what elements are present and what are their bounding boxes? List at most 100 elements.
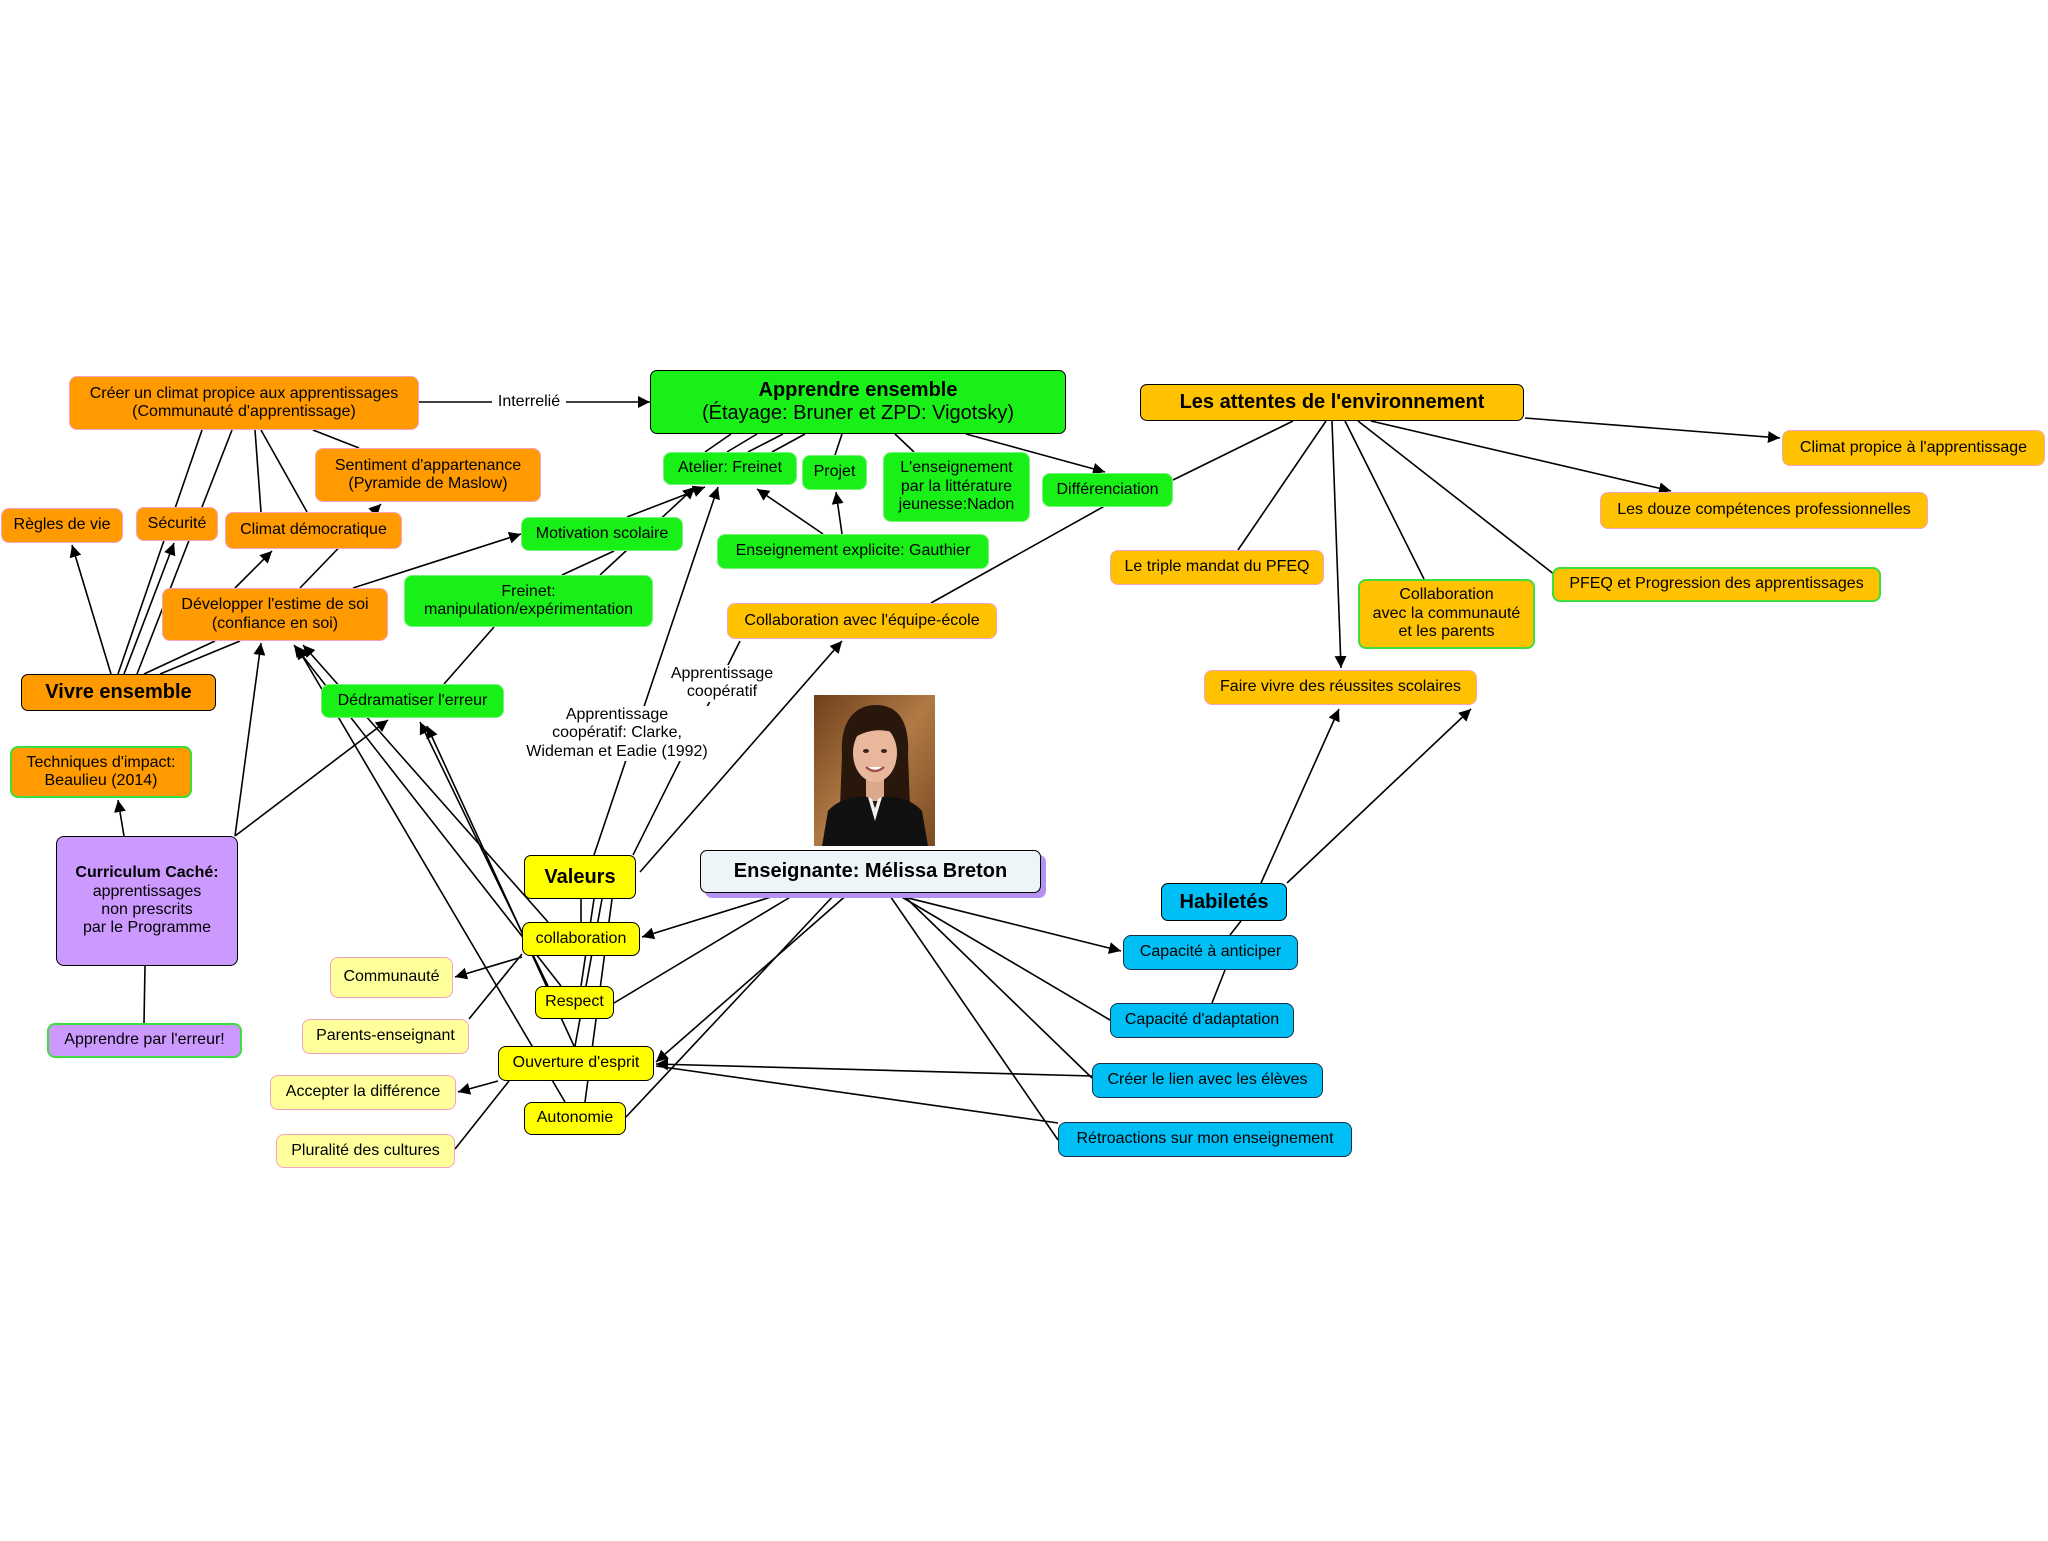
connector-arrow	[123, 542, 176, 675]
connector-arrow	[1524, 417, 1781, 444]
connector-line	[254, 429, 262, 513]
node-securite: Sécurité	[136, 507, 218, 541]
connector-line	[613, 892, 798, 1004]
connector-line	[1357, 420, 1556, 576]
node-motivation-scolaire: Motivation scolaire	[521, 517, 683, 551]
connector-line	[900, 892, 1093, 1079]
connector-line	[655, 1065, 1059, 1124]
connector-line	[930, 502, 1111, 604]
node-respect: Respect	[535, 986, 614, 1019]
node-litterature-nadon: L'enseignement par la littérature jeunes…	[883, 452, 1030, 522]
connector-line	[894, 433, 915, 453]
node-estime-de-soi: Développer l'estime de soi (confiance en…	[162, 588, 388, 641]
connector-line	[771, 433, 806, 453]
node-projet: Projet	[802, 455, 867, 490]
connector-arrow	[234, 550, 273, 589]
connector-line	[747, 433, 784, 453]
curriculum-cache-body: apprentissages non prescrits par le Prog…	[82, 882, 212, 937]
connector-arrow	[593, 486, 720, 856]
apprendre-ensemble-subtitle: (Étayage: Bruner et ZPD: Vigotsky)	[702, 402, 1014, 424]
connector-arrow	[234, 719, 389, 837]
node-atelier-freinet: Atelier: Freinet	[663, 452, 797, 485]
connector-arrow	[234, 642, 266, 837]
node-accepter-difference: Accepter la différence	[270, 1075, 456, 1110]
connector-arrow	[639, 640, 843, 873]
connector-line	[704, 433, 732, 453]
connector-line	[117, 429, 203, 675]
node-regles-de-vie: Règles de vie	[1, 508, 123, 543]
connector-line	[312, 429, 360, 449]
connector-arrow	[1331, 420, 1347, 669]
node-apprendre-par-erreur: Apprendre par l'erreur!	[47, 1023, 242, 1058]
connector-line	[159, 640, 241, 675]
node-valeurs: Valeurs	[524, 855, 636, 899]
connector-line	[1237, 420, 1327, 551]
connector-line	[468, 953, 523, 1020]
node-retroactions: Rétroactions sur mon enseignement	[1058, 1122, 1352, 1157]
connector-arrow	[965, 433, 1106, 475]
connector-line	[1172, 420, 1294, 481]
connector-line	[454, 1080, 510, 1150]
node-creer-climat: Créer un climat propice aux apprentissag…	[69, 376, 419, 430]
node-collaboration: collaboration	[522, 922, 640, 956]
node-collaboration-equipe-ecole: Collaboration avec l'équipe-école	[727, 603, 997, 639]
connector-line	[443, 626, 495, 685]
connector-arrow	[756, 488, 824, 535]
connector-line	[561, 550, 615, 576]
node-communaute: Communauté	[330, 957, 453, 998]
connector-line	[834, 433, 843, 456]
connector-arrow	[655, 892, 850, 1063]
node-vivre-ensemble: Vivre ensemble	[21, 674, 216, 711]
node-curriculum-cache: Curriculum Caché: apprentissages non pre…	[56, 836, 238, 966]
node-climat-propice: Climat propice à l'apprentissage	[1782, 430, 2045, 466]
node-climat-democratique: Climat démocratique	[225, 512, 402, 549]
connector-arrow	[352, 531, 522, 589]
connector-arrow	[641, 892, 785, 940]
connector-arrow	[69, 544, 112, 675]
link-label-interrelie: Interrelié	[492, 393, 566, 412]
connector-line	[143, 965, 146, 1024]
node-freinet-manipulation: Freinet: manipulation/expérimentation	[404, 575, 653, 627]
curriculum-cache-title: Curriculum Caché:	[75, 864, 219, 882]
portrait-photo	[814, 695, 935, 846]
connector-arrow	[296, 646, 566, 1103]
connector-line	[1211, 969, 1226, 1004]
connector-line	[625, 892, 837, 1118]
node-reussites-scolaires: Faire vivre des réussites scolaires	[1204, 670, 1477, 705]
connector-line	[894, 892, 1111, 1021]
connector-line	[260, 429, 308, 513]
connector-line	[136, 429, 233, 675]
connector-arrow	[1260, 708, 1340, 884]
connector-arrow	[626, 485, 706, 518]
node-habiletes: Habiletés	[1161, 883, 1287, 921]
connector-arrow	[454, 956, 523, 980]
node-techniques-impact: Techniques d'impact: Beaulieu (2014)	[10, 746, 192, 798]
node-triple-mandat: Le triple mandat du PFEQ	[1110, 550, 1324, 585]
connector-arrow	[1286, 708, 1472, 884]
connector-arrow	[887, 892, 1122, 954]
node-differenciation: Différenciation	[1042, 473, 1173, 507]
connector-line	[143, 640, 216, 675]
connector-line	[726, 433, 758, 453]
node-parents-enseignant: Parents-enseignant	[302, 1019, 469, 1054]
connector-arrow	[655, 1058, 1093, 1077]
node-attentes-environnement: Les attentes de l'environnement	[1140, 384, 1524, 421]
connector-arrow	[831, 491, 844, 535]
node-capacite-anticiper: Capacité à anticiper	[1123, 935, 1298, 970]
link-label-cooperatif: Apprentissage coopératif	[662, 665, 782, 702]
node-ouverture-esprit: Ouverture d'esprit	[498, 1046, 654, 1081]
node-autonomie: Autonomie	[524, 1102, 626, 1135]
node-enseignante: Enseignante: Mélissa Breton	[700, 850, 1041, 893]
node-capacite-adaptation: Capacité d'adaptation	[1110, 1003, 1294, 1038]
node-apprendre-ensemble: Apprendre ensemble (Étayage: Bruner et Z…	[650, 370, 1066, 434]
connector-arrow	[1370, 420, 1672, 495]
node-sentiment-appartenance: Sentiment d'appartenance (Pyramide de Ma…	[315, 448, 541, 502]
node-pfeq-progression: PFEQ et Progression des apprentissages	[1552, 567, 1881, 602]
connector-line	[1344, 420, 1425, 580]
node-creer-lien-eleves: Créer le lien avec les élèves	[1092, 1063, 1323, 1098]
node-collaboration-communaute: Collaboration avec la communauté et les …	[1358, 579, 1535, 649]
connector-line	[1229, 920, 1242, 936]
node-douze-competences: Les douze compétences professionnelles	[1600, 492, 1928, 529]
connector-arrow	[457, 1080, 499, 1095]
